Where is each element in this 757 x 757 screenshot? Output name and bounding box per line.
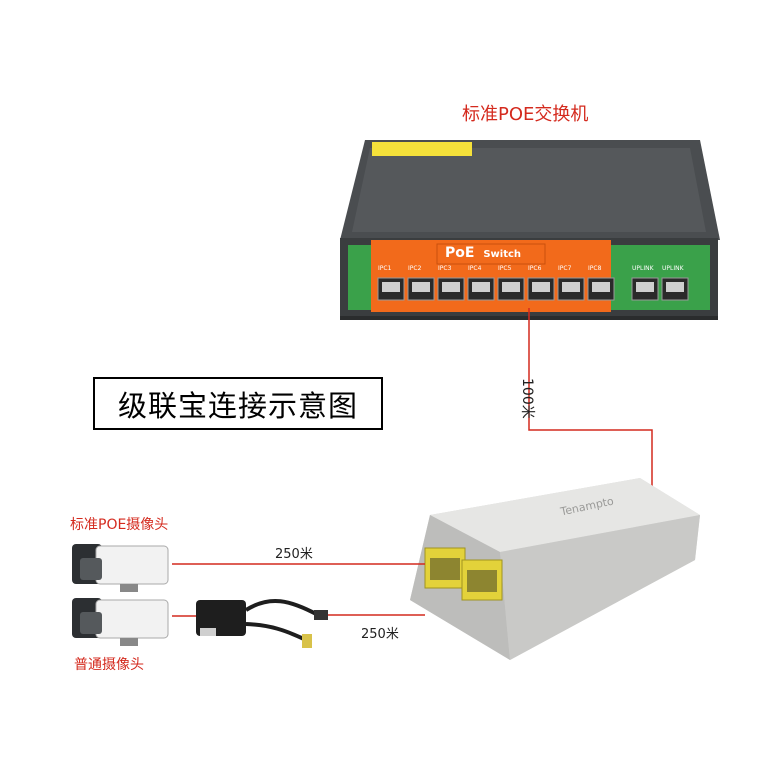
cable-main-label: 100米 (519, 378, 535, 419)
cable-camera1-label: 250米 (275, 547, 313, 562)
uplink-label: UPLINK (632, 265, 654, 272)
port-label: IPC1 (378, 265, 392, 272)
poe-extender (410, 478, 700, 660)
camera1-label: 标准POE摄像头 (70, 517, 169, 533)
port-label: IPC8 (588, 265, 602, 272)
camera-standard (72, 598, 169, 646)
port-label: IPC7 (558, 265, 572, 272)
port-label: IPC6 (528, 265, 542, 272)
camera-poe (72, 544, 169, 592)
port-label: IPC3 (438, 265, 452, 272)
switch-brand-sub: Switch (483, 249, 522, 260)
switch-caption: 标准POE交换机 (462, 104, 589, 125)
port-label: IPC5 (498, 265, 512, 272)
poe-splitter (196, 598, 328, 648)
port-label: IPC4 (468, 265, 482, 272)
camera2-label: 普通摄像头 (74, 657, 144, 673)
diagram-title: 级联宝连接示意图 (93, 377, 383, 430)
port-label: IPC2 (408, 265, 422, 272)
switch-port-labels: IPC1 IPC2 IPC3 IPC4 IPC5 IPC6 IPC7 IPC8 (378, 265, 618, 272)
uplink-port-labels: UPLINK UPLINK (632, 265, 692, 272)
cable-camera2-label: 250米 (361, 627, 399, 642)
switch-brand: PoE (445, 245, 475, 261)
uplink-label: UPLINK (662, 265, 684, 272)
cable-main (528, 308, 653, 498)
